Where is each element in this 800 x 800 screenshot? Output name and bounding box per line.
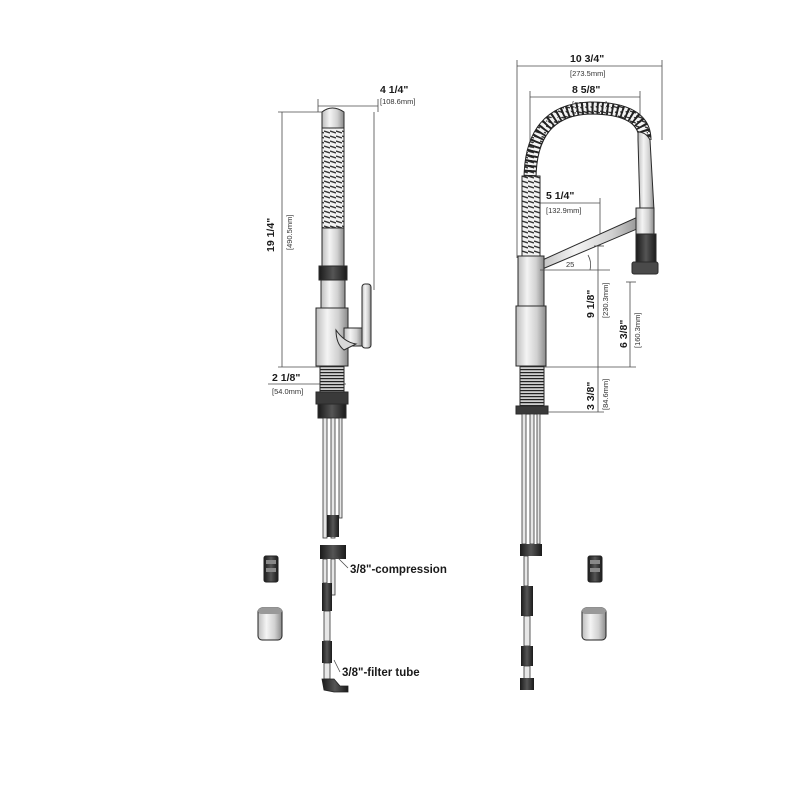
left-height-imperial: 19 1/4" (265, 218, 277, 252)
right-faucet-body: 25 (515, 101, 659, 690)
handle-reach-dimension: 5 1/4" [132.9mm] (540, 190, 601, 246)
right-faucet-view: 10 3/4" [273.5mm] 8 5/8" [220.0mm] 5 1/4… (515, 53, 663, 690)
spout-reach-imperial: 8 5/8" (572, 84, 600, 96)
compression-label: 3/8"-compression (350, 564, 447, 576)
total-reach-dimension: 10 3/4" [273.5mm] (516, 53, 663, 258)
handle-height-dimension: 9 1/8" [230.3mm] (585, 245, 610, 367)
left-width-imperial: 4 1/4" (380, 84, 408, 96)
left-height-metric: [490.5mm] (285, 215, 294, 250)
filter-tube-callout: 3/8"-filter tube (333, 659, 420, 679)
shank-height-imperial: 3 3/8" (585, 382, 597, 410)
shank-height-dimension: 3 3/8" [84.6mm] (544, 366, 636, 413)
spray-height-metric: [160.3mm] (633, 313, 642, 348)
right-nut-part (587, 555, 603, 583)
compression-callout: 3/8"-compression (335, 555, 447, 576)
handle-reach-imperial: 5 1/4" (546, 190, 574, 202)
left-width-dimension: 4 1/4" [108.6mm] (317, 84, 415, 290)
left-faucet-body (315, 107, 372, 693)
left-width-metric: [108.6mm] (380, 97, 415, 106)
left-faucet-view: 4 1/4" [108.6mm] 19 1/4" [490.5mm] 2 1/8… (257, 84, 447, 693)
handle-height-metric: [230.3mm] (601, 283, 610, 318)
left-height-dimension: 19 1/4" [490.5mm] (265, 111, 340, 368)
total-reach-imperial: 10 3/4" (570, 53, 604, 65)
spray-height-dimension: 6 3/8" [160.3mm] (618, 281, 642, 367)
handle-angle-label: 25 (566, 260, 574, 269)
left-base-imperial: 2 1/8" (272, 372, 300, 384)
filter-tube-label: 3/8"-filter tube (342, 667, 420, 679)
left-base-metric: [54.0mm] (272, 387, 303, 396)
spray-height-imperial: 6 3/8" (618, 320, 630, 348)
shank-height-metric: [84.6mm] (601, 379, 610, 410)
handle-height-imperial: 9 1/8" (585, 290, 597, 318)
left-washer-part (257, 607, 283, 641)
handle-reach-metric: [132.9mm] (546, 206, 581, 215)
left-nut-part (263, 555, 279, 583)
total-reach-metric: [273.5mm] (570, 69, 605, 78)
right-washer-part (581, 607, 607, 641)
